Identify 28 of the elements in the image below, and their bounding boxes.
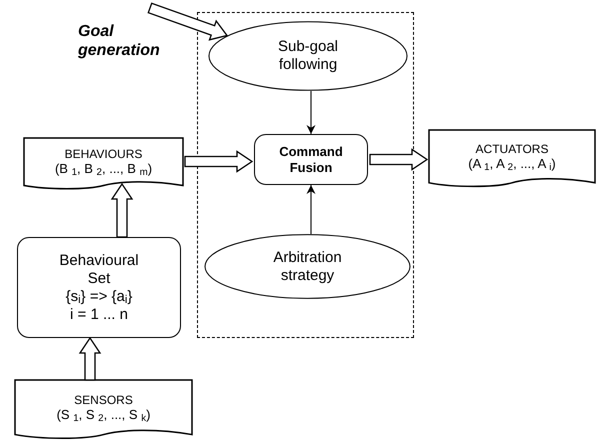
process-ellipse	[204, 234, 411, 299]
process-ellipse	[208, 21, 408, 91]
symbol-list: (B $_{1}$, B $_{2}$, ..., B $_{m}$)	[42, 160, 164, 176]
node-label: Arbitration strategy	[272, 248, 343, 284]
node-label: SENSORS	[73, 392, 134, 407]
process-box	[254, 134, 368, 185]
arrow	[306, 184, 316, 234]
edge-label: Goal generation	[78, 22, 161, 60]
hollow-arrow	[147, 2, 228, 41]
hollow-arrow	[369, 148, 428, 171]
symbol-list: (S $_{1}$, S $_{2}$, ..., S $_{k}$)	[44, 406, 162, 422]
hollow-arrow	[110, 182, 134, 238]
symbol-list: (A $_{1}$, A $_{2}$, ..., A $_{i}$)	[456, 156, 568, 172]
document-box	[24, 138, 183, 192]
node-label: Command Fusion	[278, 144, 344, 176]
node-label: i = 1 ... n	[69, 306, 129, 324]
hollow-arrow	[184, 150, 254, 173]
document-box	[15, 380, 192, 442]
dashed-boundary	[197, 12, 414, 338]
node-label: Behavioural Set	[58, 252, 140, 288]
hollow-arrow	[78, 336, 102, 381]
node-label: {s$_{i}$} => {a$_{i}$}	[64, 288, 134, 306]
node-label: ACTUATORS	[474, 142, 550, 156]
node-label: Sub-goal following	[276, 38, 340, 74]
document-box	[429, 130, 595, 190]
arrow	[306, 90, 316, 134]
node-label: BEHAVIOURS	[64, 146, 144, 161]
process-box	[17, 237, 181, 338]
